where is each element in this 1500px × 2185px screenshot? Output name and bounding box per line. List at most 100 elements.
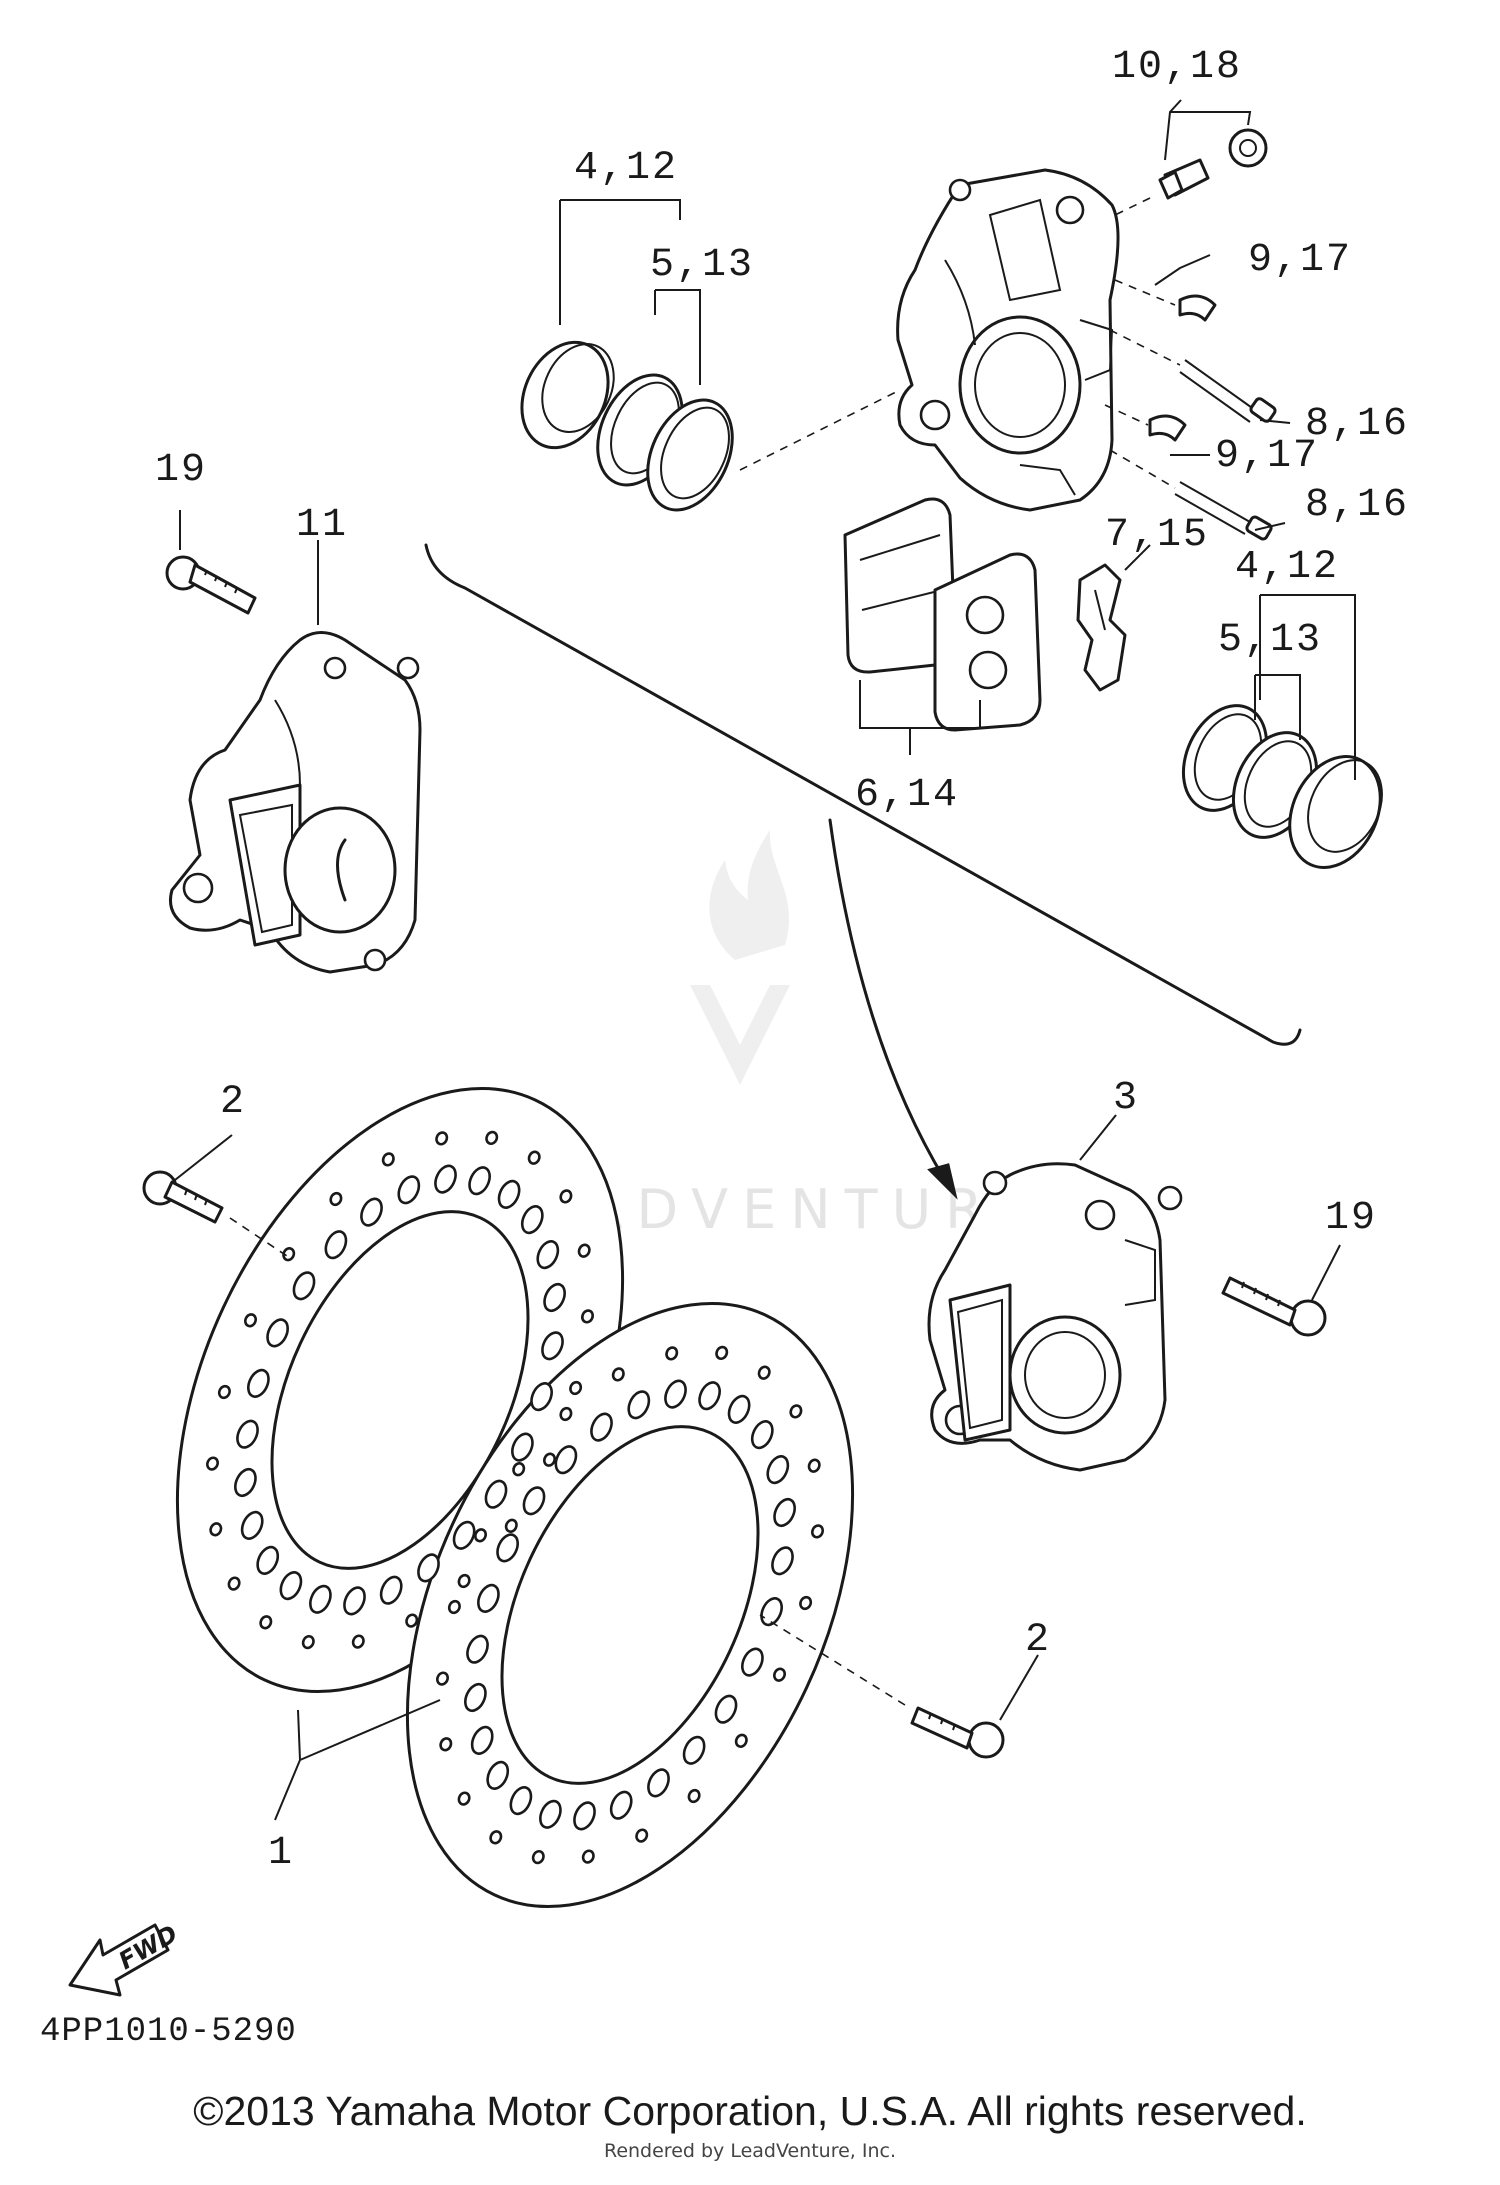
vent-hole	[417, 1553, 440, 1583]
vent-hole	[439, 1737, 453, 1752]
vent-hole	[434, 1164, 457, 1194]
vent-hole	[559, 1406, 573, 1422]
vent-hole	[522, 1486, 546, 1516]
callout-7-15: 7,15	[1105, 513, 1209, 558]
vent-hole	[543, 1282, 566, 1313]
vent-hole	[750, 1420, 774, 1450]
vent-hole	[496, 1533, 519, 1563]
vent-hole	[209, 1522, 223, 1537]
vent-hole	[590, 1412, 613, 1442]
vent-hole	[266, 1318, 289, 1348]
vent-hole	[773, 1667, 786, 1682]
caliper-assembly-left	[169, 631, 422, 974]
vent-hole	[360, 1197, 383, 1227]
disc-bolt-upper	[142, 1170, 291, 1259]
vent-hole	[789, 1404, 803, 1419]
vent-hole	[301, 1634, 315, 1650]
vent-hole	[799, 1595, 813, 1611]
vent-hole	[457, 1791, 471, 1806]
vent-hole	[466, 1634, 489, 1664]
vent-hole	[436, 1671, 449, 1686]
vent-hole	[217, 1384, 231, 1400]
vent-hole	[539, 1799, 562, 1829]
callout-5-13-upper: 5,13	[650, 243, 754, 288]
diagram-code: 4PP1010-5290	[40, 2013, 297, 2051]
vent-hole	[682, 1735, 706, 1765]
callout-5-13-lower: 5,13	[1218, 618, 1322, 663]
vent-hole	[811, 1524, 824, 1539]
vent-hole	[541, 1331, 564, 1361]
vent-hole	[484, 1479, 508, 1509]
vent-hole	[234, 1467, 257, 1498]
vent-hole	[543, 1452, 556, 1467]
vent-hole	[464, 1682, 487, 1713]
callout-11: 11	[296, 503, 348, 548]
vent-hole	[554, 1445, 578, 1475]
vent-hole	[497, 1179, 521, 1209]
fwd-arrow-icon: FWD	[68, 1920, 182, 1997]
vent-hole	[244, 1313, 257, 1328]
exploded-caliper-group	[424, 543, 1302, 1046]
caliper-body-exploded	[896, 168, 1120, 512]
rendered-by-notice: Rendered by LeadVenture, Inc.	[603, 2140, 897, 2162]
assembly-arrow	[828, 818, 958, 1200]
vent-hole	[734, 1733, 748, 1748]
vent-hole	[627, 1390, 651, 1420]
callout-labels: 10,18 4,12 5,13 9,17 8,16 9,17 8,16 7,15…	[155, 45, 1407, 1876]
vent-hole	[447, 1599, 461, 1615]
vent-hole	[611, 1367, 625, 1382]
callout-2-lower: 2	[1025, 1618, 1051, 1663]
vent-hole	[727, 1394, 751, 1424]
mounting-bolt-19-left	[165, 555, 257, 615]
vent-hole	[343, 1586, 366, 1616]
vent-hole	[259, 1615, 273, 1630]
vent-hole	[773, 1497, 796, 1528]
callout-9-17-lower: 9,17	[1215, 434, 1319, 479]
vent-hole	[665, 1346, 679, 1361]
vent-hole	[609, 1790, 633, 1820]
callout-4-12-lower: 4,12	[1235, 545, 1339, 590]
vent-hole	[279, 1571, 303, 1601]
vent-hole	[457, 1573, 471, 1589]
vent-hole	[687, 1788, 701, 1804]
pad-spring	[1076, 563, 1127, 692]
vent-hole	[771, 1546, 794, 1576]
vent-hole	[470, 1725, 494, 1755]
vent-hole	[760, 1597, 783, 1627]
vent-hole	[256, 1545, 280, 1575]
vent-hole	[527, 1150, 541, 1165]
vent-hole	[247, 1368, 270, 1398]
vent-hole	[485, 1130, 499, 1146]
disc-vent-holes	[206, 1130, 824, 1865]
vent-hole	[714, 1694, 738, 1724]
vent-hole	[397, 1175, 421, 1205]
callout-19-right: 19	[1325, 1196, 1377, 1241]
vent-hole	[405, 1613, 419, 1628]
callout-1: 1	[268, 1831, 294, 1876]
vent-hole	[240, 1510, 264, 1540]
vent-hole	[452, 1520, 476, 1550]
copyright-notice: ©2013 Yamaha Motor Corporation, U.S.A. A…	[193, 2088, 1307, 2134]
callout-9-17-upper: 9,17	[1248, 238, 1352, 283]
vent-hole	[351, 1634, 365, 1649]
vent-hole	[807, 1458, 821, 1473]
vent-hole	[236, 1419, 259, 1449]
vent-hole	[474, 1528, 487, 1543]
callout-10-18: 10,18	[1112, 45, 1242, 90]
callout-6-14: 6,14	[855, 773, 959, 818]
vent-hole	[569, 1380, 583, 1396]
vent-hole	[282, 1247, 296, 1262]
brake-pads	[843, 497, 1042, 732]
callout-4-12-upper: 4,12	[574, 146, 678, 191]
bleed-screw	[1114, 128, 1268, 216]
vent-hole	[531, 1849, 545, 1865]
caliper-assembly-right	[927, 1162, 1183, 1472]
callout-3: 3	[1113, 1076, 1139, 1121]
callout-19-left: 19	[155, 448, 207, 493]
vent-hole	[757, 1365, 771, 1380]
vent-hole	[530, 1382, 553, 1412]
vent-hole	[309, 1584, 332, 1614]
vent-hole	[486, 1760, 510, 1790]
vent-hole	[715, 1345, 729, 1361]
